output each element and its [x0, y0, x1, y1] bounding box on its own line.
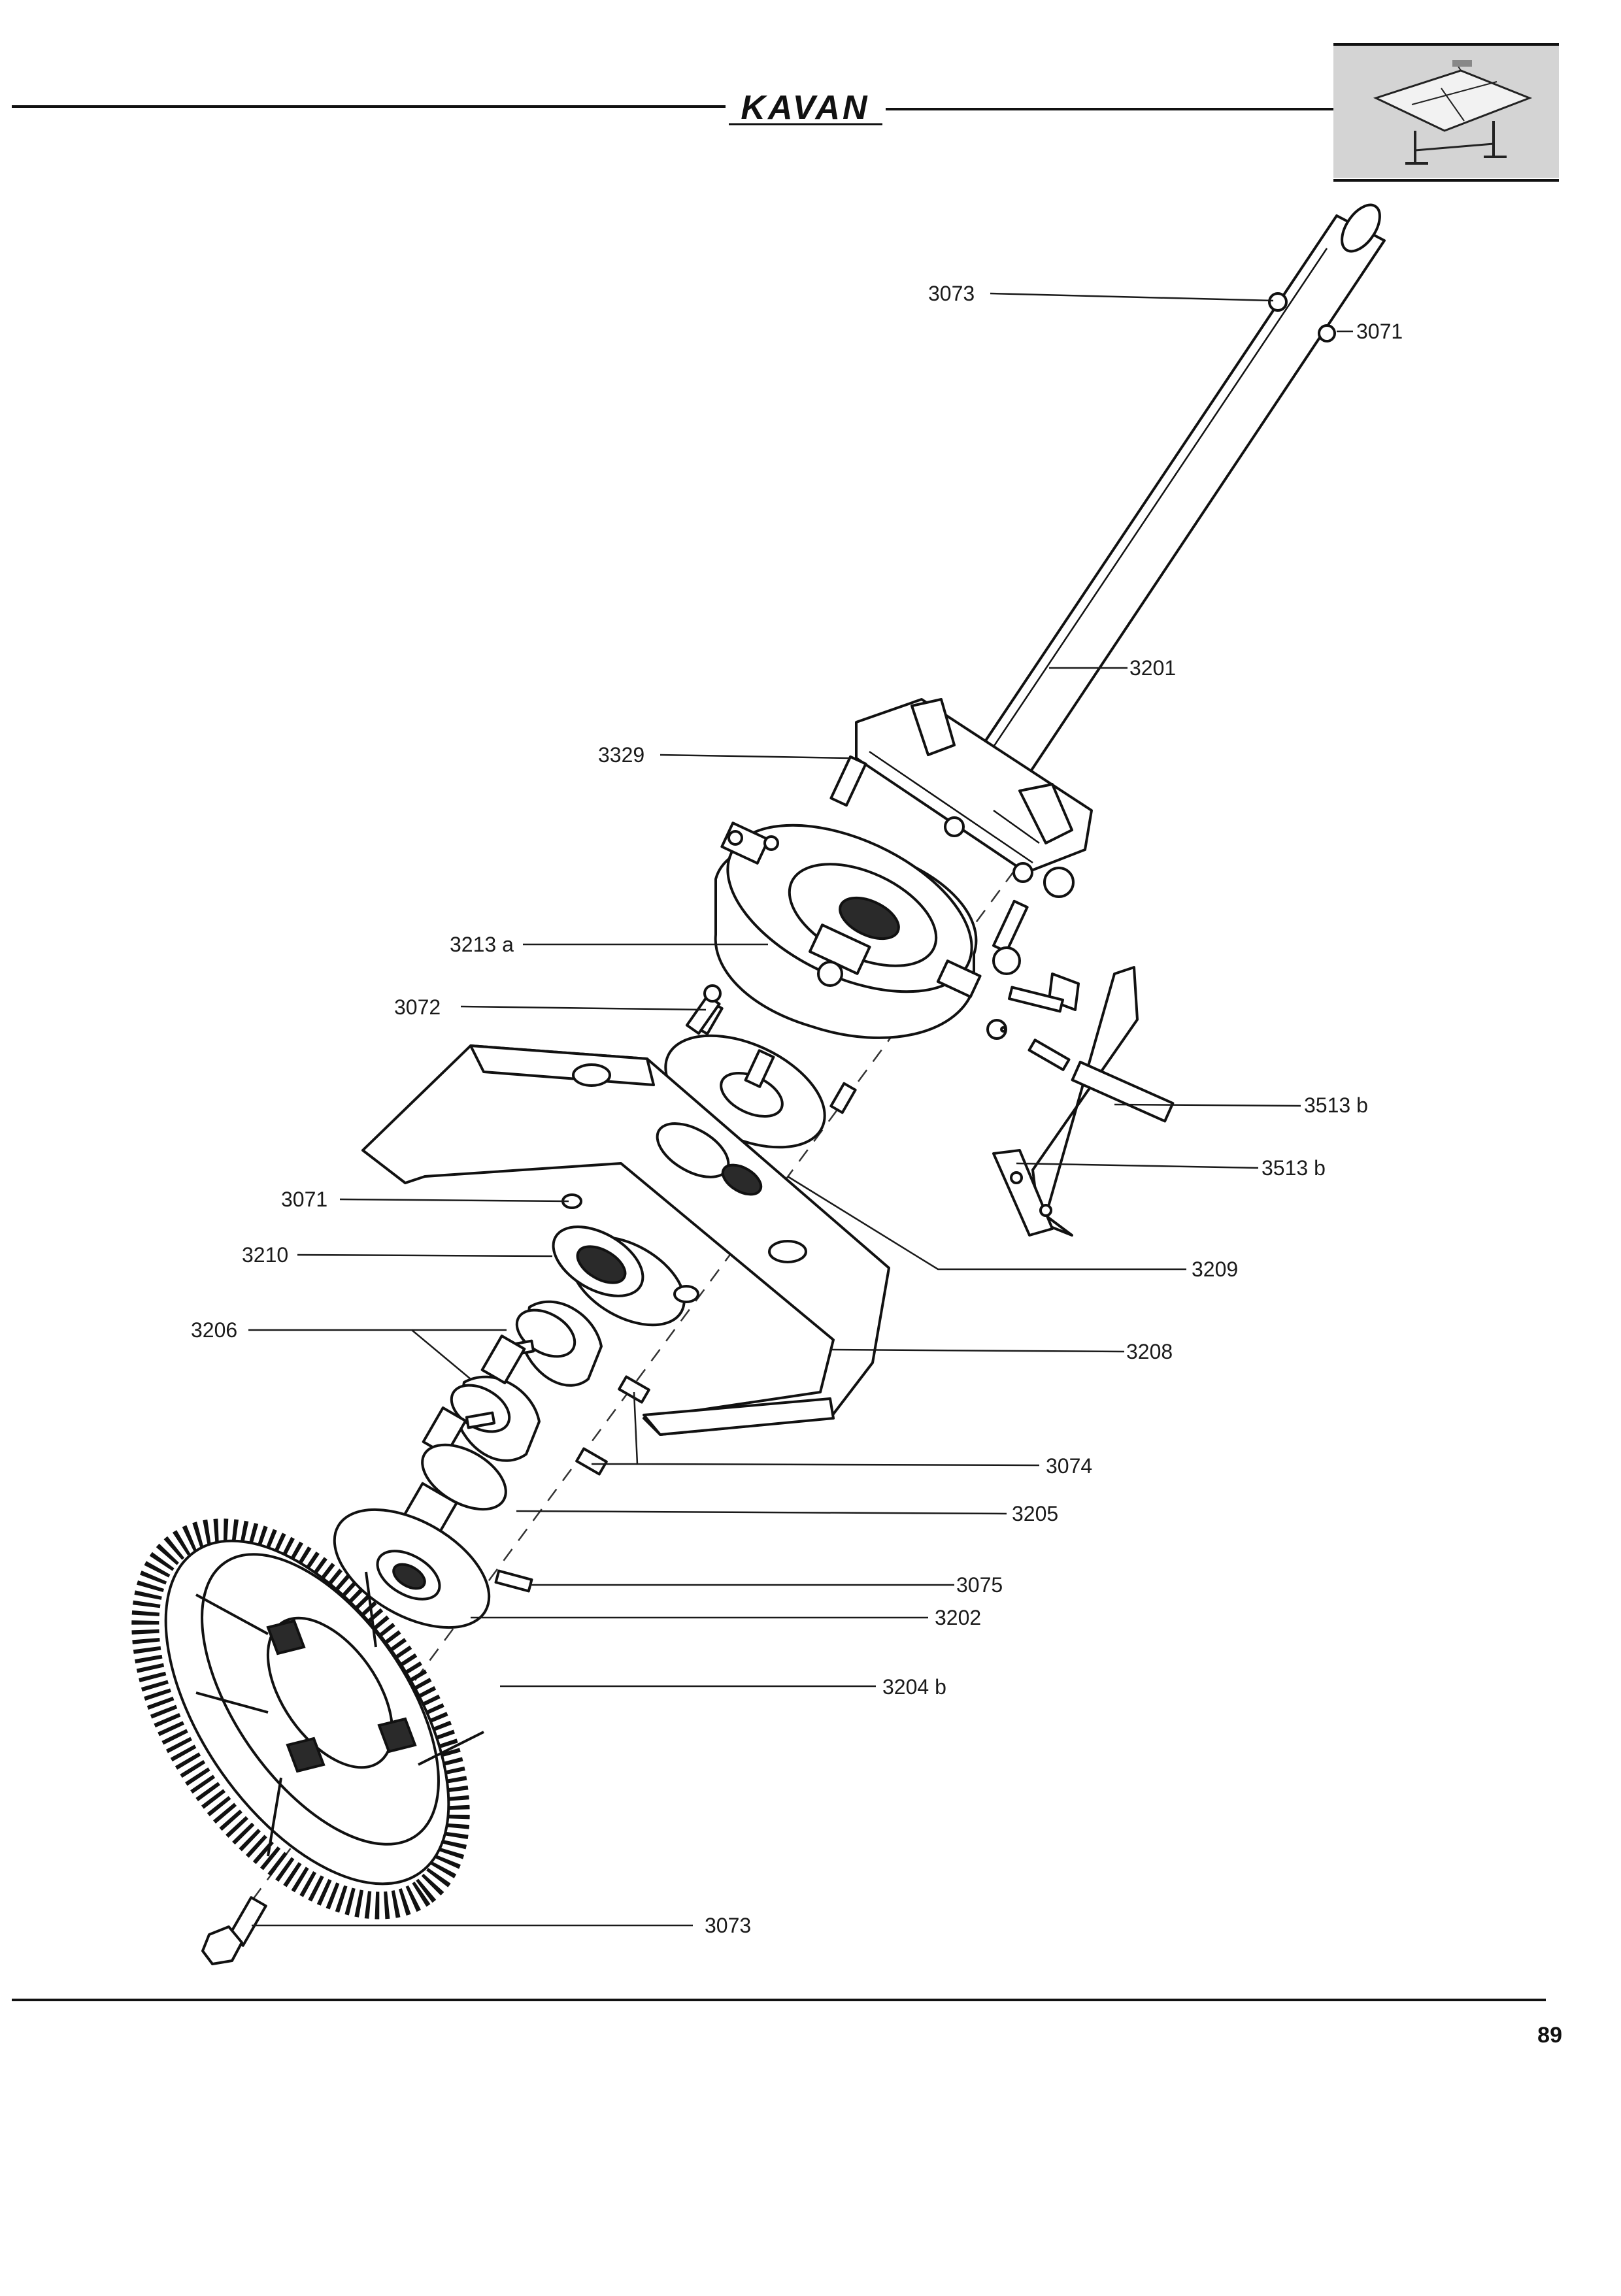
header: KAVAN	[12, 43, 1559, 182]
set-screws-3074	[575, 1375, 650, 1476]
callout-3071-top: 3071	[1356, 320, 1403, 343]
callout-3201: 3201	[1129, 656, 1176, 680]
callout-3202: 3202	[935, 1606, 981, 1629]
lever-3513b	[986, 966, 1175, 1237]
gear-3204b	[131, 1518, 484, 1920]
bolt-3073-bottom	[201, 1896, 267, 1965]
callout-3071-mid: 3071	[281, 1188, 327, 1211]
callout-3205: 3205	[1012, 1502, 1058, 1525]
callout-3209: 3209	[1192, 1257, 1238, 1281]
clamp-head-3329	[829, 698, 1093, 1011]
callout-3073-top: 3073	[928, 282, 975, 305]
turntable-ring-3213a	[714, 822, 982, 1039]
callout-3075: 3075	[956, 1573, 1003, 1597]
bolt-3072	[685, 984, 722, 1035]
shaft-collars-3206	[422, 1300, 603, 1462]
footer: 89	[12, 1999, 1562, 2048]
callout-3073-bottom: 3073	[705, 1914, 751, 1937]
leader-lines	[248, 292, 1353, 1927]
callout-3213a: 3213 a	[450, 933, 514, 956]
part-callouts: 3073 3071 3201 3329 3213 a 3072 3513 b 3…	[191, 282, 1403, 1937]
callout-3204b: 3204 b	[882, 1675, 946, 1699]
assembly-artwork	[131, 203, 1386, 1968]
callout-3329: 3329	[598, 743, 644, 767]
bracket-3208	[361, 1044, 890, 1436]
ball-bearing-3210	[552, 1225, 699, 1327]
callout-3074: 3074	[1046, 1454, 1092, 1478]
callout-3072: 3072	[394, 995, 441, 1019]
callout-3206: 3206	[191, 1318, 237, 1342]
page-number: 89	[1537, 2023, 1562, 2048]
pin-3075	[494, 1569, 533, 1593]
callout-3210: 3210	[242, 1243, 288, 1267]
hub-3202	[333, 1508, 491, 1629]
callout-3513b-2: 3513 b	[1262, 1156, 1326, 1180]
callout-3208: 3208	[1126, 1340, 1173, 1363]
tube-3201	[973, 203, 1386, 784]
drafting-table-thumbnail-icon	[1333, 46, 1559, 178]
callout-3513b-1: 3513 b	[1304, 1093, 1368, 1117]
brand-logo: KAVAN	[741, 89, 869, 127]
